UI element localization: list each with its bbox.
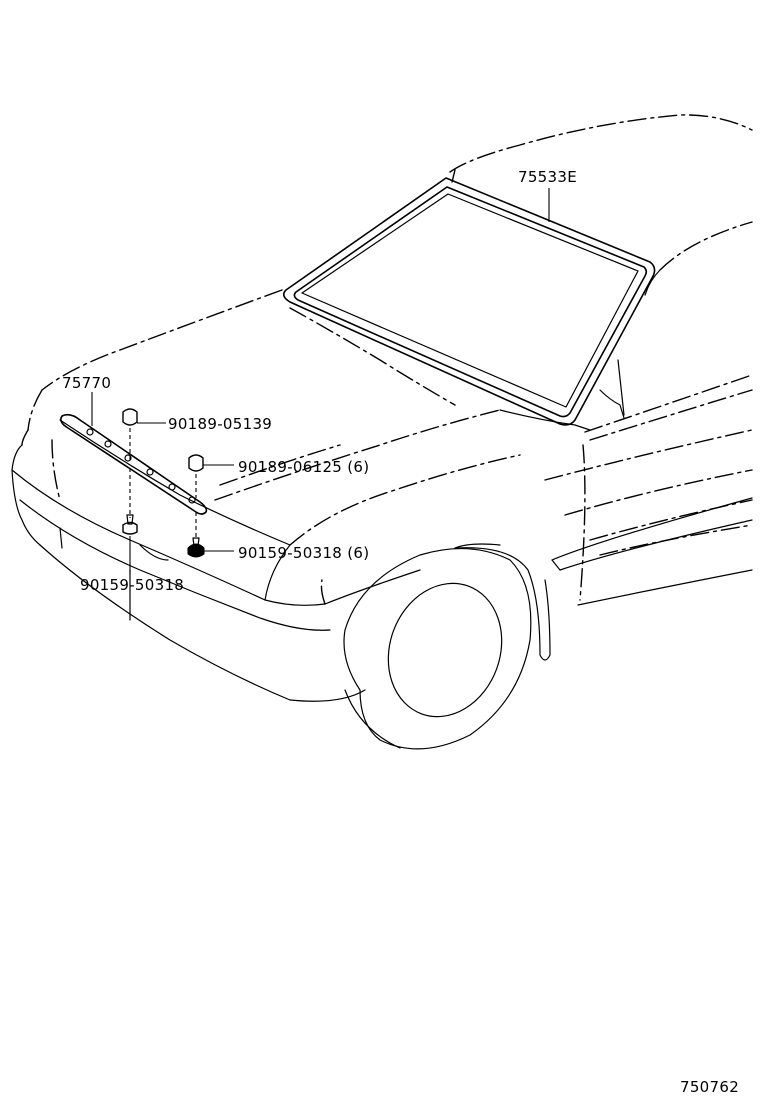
clip-lower: [188, 454, 234, 498]
label-cowl-molding: 75770: [62, 374, 111, 392]
windshield-weatherstrip: [282, 177, 656, 426]
front-wheel: [343, 548, 532, 750]
cowl-molding: [60, 413, 208, 515]
screw-right: [187, 512, 234, 558]
car-body: [11, 114, 753, 702]
label-windshield-weatherstrip: 75533E: [518, 168, 577, 186]
label-clip-lower: 90189-06125 (6): [238, 458, 369, 476]
clip-upper: [122, 408, 166, 462]
diagram-id: 750762: [680, 1078, 739, 1096]
label-clip-upper: 90189-05139: [168, 415, 272, 433]
label-screw-left: 90159-50318: [80, 576, 184, 594]
label-screw-right: 90159-50318 (6): [238, 544, 369, 562]
screw-left: [122, 468, 138, 574]
